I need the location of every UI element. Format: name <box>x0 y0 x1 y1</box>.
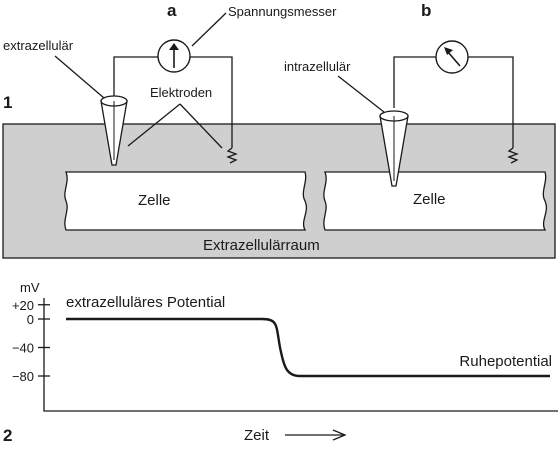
voltmeter-leader-line <box>191 12 227 47</box>
electrode-b-intracellular <box>379 110 409 187</box>
panel-label-1: 1 <box>3 93 12 112</box>
electrodes-leader-left <box>127 103 181 147</box>
series-label-extracellular-potential: extrazelluläres Potential <box>66 294 225 311</box>
voltmeter-b-icon <box>435 40 469 74</box>
electrode-a-extracellular <box>100 95 128 166</box>
y-tick-label: −80 <box>12 369 34 384</box>
intracellular-leader-line <box>337 75 385 113</box>
voltmeter-a-icon <box>157 39 191 73</box>
panel-label-b: b <box>421 1 431 20</box>
extracellular-label: extrazellulär <box>3 38 74 53</box>
cell-b-label: Zelle <box>413 191 446 208</box>
series-label-resting-potential: Ruhepotential <box>459 353 552 370</box>
potential-trace <box>66 317 550 378</box>
x-axis-label: Zeit <box>244 427 270 444</box>
reference-electrode-b <box>507 147 519 164</box>
wire-a-left <box>113 56 158 96</box>
wire-a-right <box>190 56 233 148</box>
y-tick-label: 0 <box>27 312 34 327</box>
panel-label-a: a <box>167 1 177 20</box>
electrodes-label: Elektroden <box>150 85 212 100</box>
wire-b-left <box>393 56 436 108</box>
potential-chart: mV +200 −40 −80 extrazelluläres PotentialR… <box>3 280 558 445</box>
voltmeter-label: Spannungsmesser <box>228 4 337 19</box>
y-tick-label: −40 <box>12 341 34 356</box>
extracellular-leader-line <box>54 55 105 99</box>
cell-a <box>64 171 308 231</box>
intracellular-label: intrazellulär <box>284 59 351 74</box>
cell-a-label: Zelle <box>138 192 171 209</box>
y-axis <box>43 298 558 412</box>
extracellular-space-label: Extrazellulärraum <box>203 237 320 254</box>
time-arrow-icon <box>285 429 347 441</box>
panel-label-2: 2 <box>3 426 12 445</box>
electrodes-leader-right <box>179 103 223 149</box>
y-tick-label: +20 <box>12 298 34 313</box>
reference-electrode-a <box>226 147 238 164</box>
wire-b-right <box>468 56 514 148</box>
y-axis-unit-label: mV <box>20 280 40 295</box>
cell-b <box>323 171 548 231</box>
